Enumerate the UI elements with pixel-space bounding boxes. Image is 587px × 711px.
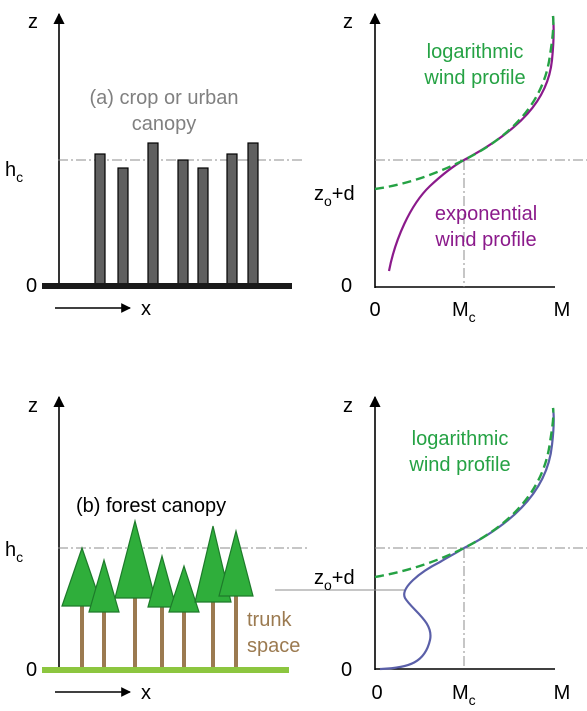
panel-a-canopy: z hc 0 x (a) crop or urban canopy xyxy=(5,11,305,320)
tree-trunk xyxy=(211,600,215,670)
z-axis-label: z xyxy=(28,11,38,33)
zero-label: 0 xyxy=(26,659,37,681)
canopy-bars xyxy=(94,142,259,286)
panel-b-profile: z logarithmic wind profile zo+d 0 0 Mc M xyxy=(275,395,587,708)
exp-profile-label-2: wind profile xyxy=(434,229,536,251)
z-axis-label: z xyxy=(343,395,353,417)
zero-y-label: 0 xyxy=(341,275,352,297)
ground-b xyxy=(42,667,289,673)
x-axis-label: x xyxy=(141,682,151,704)
canopy-bar xyxy=(117,167,129,286)
caption-a-line2: canopy xyxy=(132,113,197,135)
tree-trunk xyxy=(182,610,186,670)
tree-trunk xyxy=(160,605,164,670)
canopy-bar xyxy=(197,167,209,286)
zero-x-label: 0 xyxy=(371,682,382,704)
tree-crown xyxy=(114,518,156,599)
hc-label: hc xyxy=(5,539,23,565)
log-profile-label-1: logarithmic xyxy=(412,428,509,450)
tree-crowns xyxy=(61,518,254,613)
trunk-space-label-1: trunk xyxy=(247,609,292,631)
tree-crown xyxy=(61,546,103,607)
z0d-label: zo+d xyxy=(314,567,355,593)
trunk-space-label-2: space xyxy=(247,635,300,657)
z0d-label: zo+d xyxy=(314,183,355,209)
z-axis-label: z xyxy=(343,11,353,33)
tree-trunk xyxy=(102,610,106,670)
canopy-bar xyxy=(226,153,238,286)
caption-b: (b) forest canopy xyxy=(76,495,226,517)
zero-label: 0 xyxy=(26,275,37,297)
log-profile-label-2: wind profile xyxy=(423,67,525,89)
canopy-bar xyxy=(147,142,159,286)
log-profile-label-1: logarithmic xyxy=(427,41,524,63)
hc-label: hc xyxy=(5,159,23,185)
canopy-bar xyxy=(94,153,106,286)
m-label: M xyxy=(554,299,571,321)
exp-profile-label-1: exponential xyxy=(435,203,537,225)
zero-x-label: 0 xyxy=(369,299,380,321)
canopy-bar xyxy=(247,142,259,286)
caption-a-line1: (a) crop or urban xyxy=(90,87,239,109)
panel-b-canopy: z hc 0 x (b) forest canopy trun xyxy=(5,395,310,704)
m-label: M xyxy=(554,682,571,704)
zero-y-label: 0 xyxy=(341,659,352,681)
panel-a-profile: z logarithmic wind profile exponential w… xyxy=(314,11,587,325)
tree-trunk xyxy=(234,595,238,670)
canopy-bar xyxy=(177,159,189,286)
logarithmic-profile-curve xyxy=(374,407,555,579)
forest-profile-curve xyxy=(379,407,555,671)
tree-crown xyxy=(218,528,254,597)
z-axis-label: z xyxy=(28,395,38,417)
tree-trunks xyxy=(80,595,238,670)
x-axis-label: x xyxy=(141,298,151,320)
log-profile-label-2: wind profile xyxy=(408,454,510,476)
mc-label: Mc xyxy=(452,682,476,708)
tree-crown xyxy=(168,564,200,613)
tree-crown xyxy=(88,557,120,613)
logarithmic-profile-curve xyxy=(374,15,555,191)
tree-trunk xyxy=(80,602,84,670)
tree-crown xyxy=(147,553,177,608)
ground-a xyxy=(42,283,292,289)
mc-label: Mc xyxy=(452,299,476,325)
tree-trunk xyxy=(133,596,137,670)
